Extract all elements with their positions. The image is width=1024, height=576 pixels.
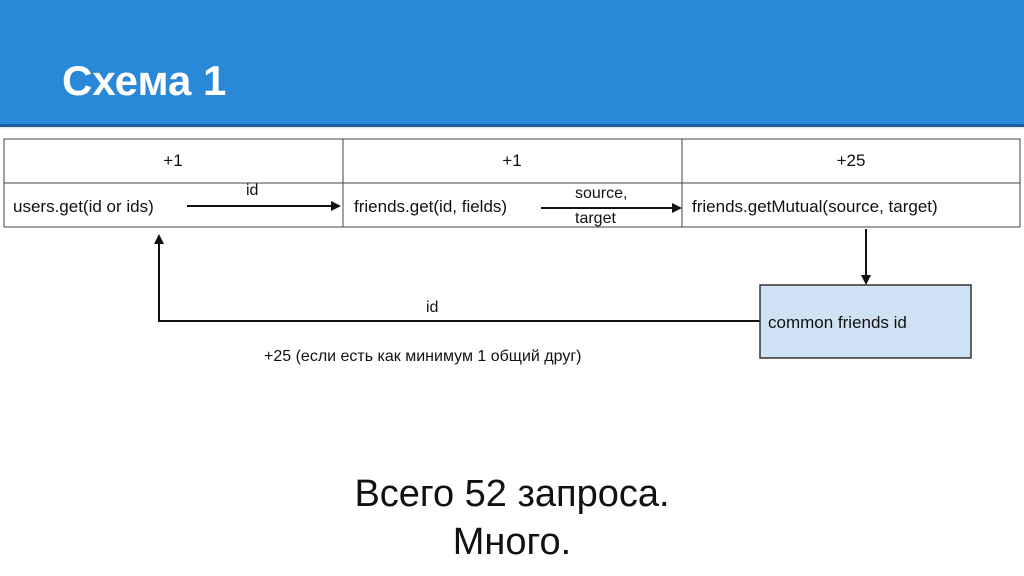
table-cost-friends: +1 bbox=[502, 151, 521, 170]
title-bar: Схема 1 bbox=[0, 0, 1024, 127]
table-cost-users: +1 bbox=[163, 151, 182, 170]
arrow-friends-to-mutual-label-line2: target bbox=[575, 210, 616, 227]
flow-arrows: id source, target id +25 (если есть как … bbox=[154, 182, 871, 365]
arrow-common-friends-to-users bbox=[154, 234, 760, 322]
table-cost-mutual: +25 bbox=[837, 151, 866, 170]
summary-line-total-requests: Всего 52 запроса. bbox=[354, 473, 670, 515]
back-arrow-note: +25 (если есть как минимум 1 общий друг) bbox=[264, 348, 582, 365]
slide-title: Схема 1 bbox=[62, 57, 227, 104]
table-call-users-get: users.get(id or ids) bbox=[13, 197, 154, 216]
arrow-friends-to-mutual-label-line1: source, bbox=[575, 185, 627, 202]
api-table: +1 +1 +25 users.get(id or ids) friends.g… bbox=[3, 138, 1021, 228]
table-call-friends-get-mutual: friends.getMutual(source, target) bbox=[692, 197, 938, 216]
common-friends-box-rect bbox=[759, 284, 972, 359]
summary-text: Всего 52 запроса. Много. bbox=[0, 470, 1024, 566]
common-friends-box-label: common friends id bbox=[768, 313, 907, 332]
summary-line-too-many: Много. bbox=[452, 521, 572, 563]
arrow-users-to-friends-label: id bbox=[246, 182, 258, 199]
back-arrow-label: id bbox=[426, 299, 438, 316]
common-friends-box: common friends id bbox=[759, 284, 972, 359]
table-call-friends-get: friends.get(id, fields) bbox=[354, 197, 507, 216]
